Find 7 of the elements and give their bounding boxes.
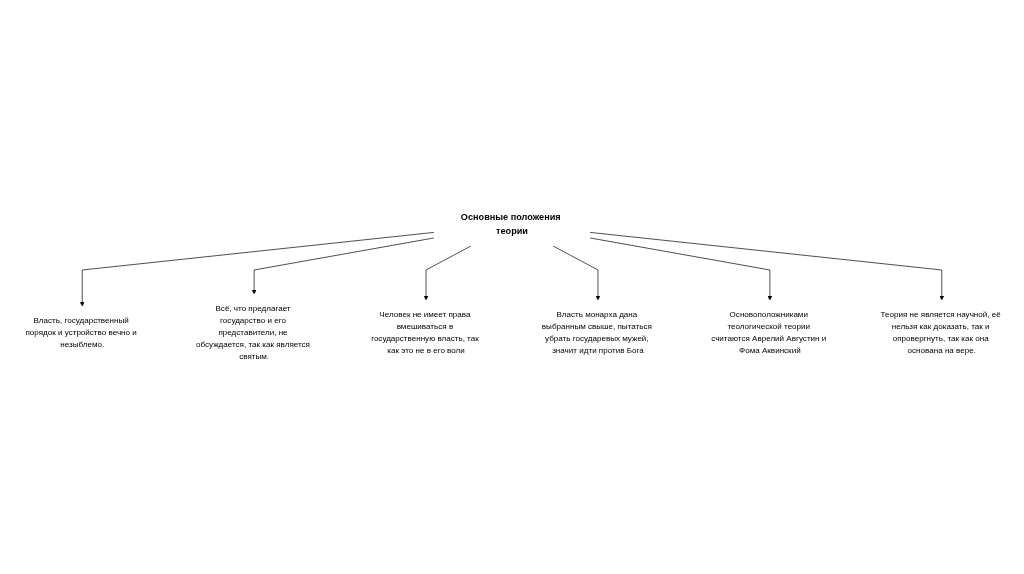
node-text: Всё, что предлагает государство и его представители, не обсуждается, так как является святым. (196, 303, 310, 362)
node-text: Основные положения теории (460, 212, 561, 237)
node-text: Человек не имеет права вмешиваться в государственную власть, так как это не в его воли (371, 309, 479, 356)
node-text: Теория не является научной, её нельзя как доказать, так и опровергнуть, так как она основана на вере. (880, 309, 1001, 356)
node-text: Основоположниками теологической теории считаются Аврелий Августин и Фома Аквинский (711, 309, 827, 356)
node-text: Власть, государственный порядок и устройство вечно и незыблемо. (25, 315, 137, 350)
node-text: Власть монарха дана выбранным свыше, пытаться убрать государевых мужей, значит идти против Бога (541, 309, 652, 356)
